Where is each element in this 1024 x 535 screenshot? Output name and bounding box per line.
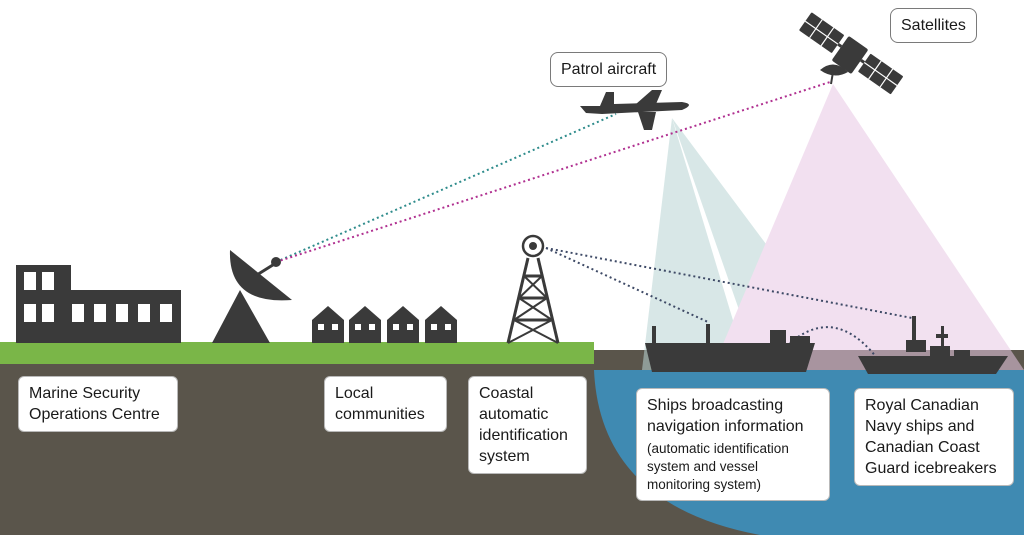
ships-broadcasting-note: (automatic identification system and ves… (647, 441, 789, 492)
aircraft-icon (580, 90, 689, 130)
patrol-aircraft-label: Patrol aircraft (550, 52, 668, 87)
coastal-ais-label: Coastal automatic identification system (468, 376, 587, 474)
house-icon (312, 306, 344, 343)
navy-ships-label: Royal Canadian Navy ships and Canadian C… (854, 388, 1014, 486)
coverage-beams (642, 84, 1024, 370)
satellite-icon (799, 12, 903, 95)
local-communities-label: Local communities (324, 376, 447, 432)
houses (312, 306, 457, 343)
house-icon (387, 306, 419, 343)
tower-link-navy (545, 247, 913, 319)
building-icon (16, 265, 181, 343)
radio-tower-icon (506, 234, 560, 344)
house-icon (349, 306, 381, 343)
ships-broadcasting-label: Ships broadcasting navigation informatio… (636, 388, 830, 501)
marine-security-label: Marine Security Operations Centre (18, 376, 178, 432)
aircraft-link (275, 113, 617, 263)
cargo-ship-icon (645, 324, 815, 372)
satellite-dish-icon (212, 250, 292, 343)
satellite-link (275, 81, 831, 263)
grass-strip (0, 342, 594, 364)
house-icon (425, 306, 457, 343)
navy-ship-icon (858, 316, 1008, 374)
satellites-label: Satellites (890, 8, 977, 43)
